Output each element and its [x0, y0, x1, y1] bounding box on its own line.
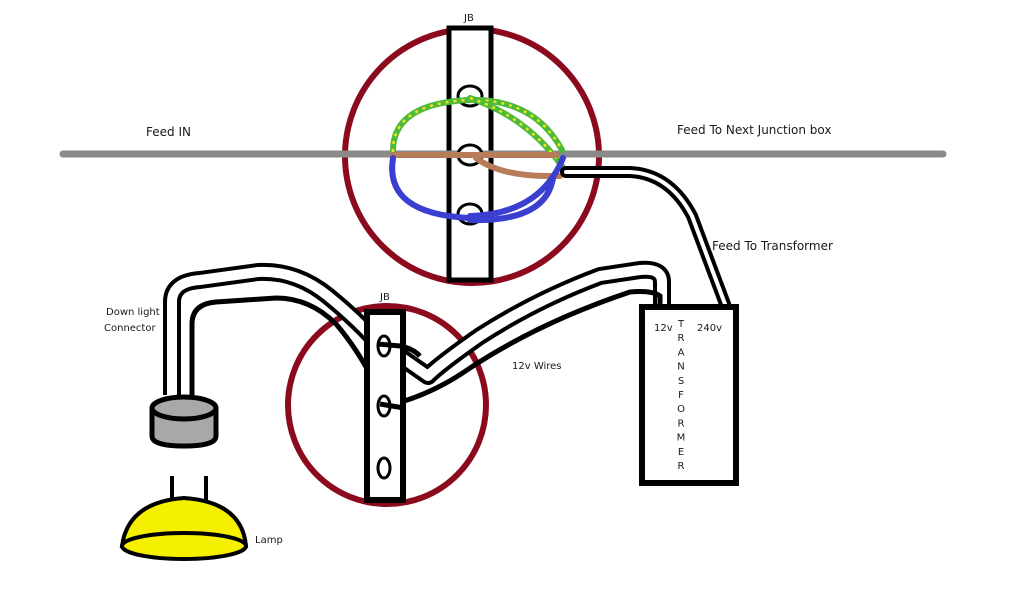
earth-wires — [389, 95, 569, 175]
down-light-label-line1: Down light — [106, 307, 160, 318]
transformer-letter: N — [677, 362, 684, 373]
transformer-letter: R — [678, 333, 685, 344]
transformer-letter: S — [678, 376, 684, 387]
live-wires — [390, 152, 563, 179]
bottom-junction-box — [285, 303, 489, 507]
jb-bottom-label: JB — [379, 292, 390, 303]
transformer-letter: F — [678, 390, 684, 401]
down-light-connector — [149, 394, 219, 449]
feed-transformer-label: Feed To Transformer — [712, 239, 833, 253]
transformer-letter: A — [678, 347, 685, 358]
transformer-box — [639, 304, 739, 486]
transformer-12v-label: 12v — [654, 323, 673, 334]
down-light-label-line2: Connector — [104, 323, 156, 334]
bottom-junction-box-circle — [285, 303, 489, 507]
feed-in-label: Feed IN — [146, 125, 191, 139]
transformer-letter: M — [677, 433, 686, 444]
wires-12v-label: 12v Wires — [512, 361, 562, 372]
lamp — [119, 476, 249, 561]
transformer-letter: R — [678, 418, 685, 429]
transformer-letter: R — [678, 461, 685, 472]
lamp-label: Lamp — [255, 535, 283, 546]
down-light-cable — [163, 262, 391, 395]
transformer-letter: T — [677, 319, 685, 330]
bottom-terminal-3 — [376, 456, 392, 480]
transformer-240v-label: 240v — [697, 323, 722, 334]
transformer-letter: O — [677, 404, 685, 415]
neutral-wires — [389, 155, 566, 224]
jb-top-label: JB — [463, 13, 474, 24]
transformer-letter: E — [678, 447, 684, 458]
feed-next-label: Feed To Next Junction box — [677, 123, 832, 137]
